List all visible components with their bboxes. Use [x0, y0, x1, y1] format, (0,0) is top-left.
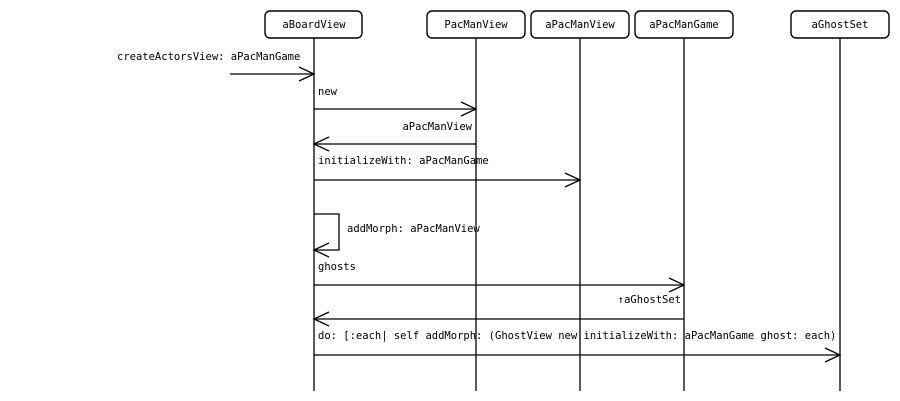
message-label: aPacManView [402, 121, 472, 133]
message-label: initializeWith: aPacManGame [318, 155, 489, 167]
arrowhead-icon [312, 136, 330, 152]
arrowhead-icon [298, 66, 316, 82]
self-call-loop [314, 213, 340, 251]
arrowhead-icon [824, 347, 842, 363]
message-createActorsView: createActorsView: aPacManGame [117, 51, 316, 82]
arrowhead-icon [564, 172, 582, 188]
message-return-aPacManView: aPacManView [312, 121, 476, 152]
message-do-each: do: [:each| self addMorph: (GhostView ne… [314, 330, 842, 363]
arrowhead-icon [312, 311, 330, 327]
message-label: createActorsView: aPacManGame [117, 51, 300, 63]
participant-aGhostSet: aGhostSet [790, 10, 890, 39]
participant-label: aPacManView [545, 19, 615, 31]
message-return-aGhostSet: ↑aGhostSet [312, 294, 684, 327]
message-label: new [318, 86, 338, 98]
participant-aPacManView: aPacManView [530, 10, 630, 39]
participant-label: aPacManGame [649, 19, 719, 31]
message-initializeWith: initializeWith: aPacManGame [314, 155, 582, 188]
arrowhead-icon [460, 101, 478, 117]
message-label: ↑aGhostSet [618, 294, 681, 306]
message-label: addMorph: aPacManView [347, 223, 480, 235]
message-label: ghosts [318, 261, 356, 273]
participant-PacManView: PacManView [426, 10, 526, 39]
arrowhead-icon [668, 277, 686, 293]
message-label: do: [:each| self addMorph: (GhostView ne… [318, 330, 836, 342]
message-addMorph-self: addMorph: aPacManView [312, 213, 480, 258]
participant-label: PacManView [444, 19, 508, 31]
message-new: new [314, 86, 478, 117]
participant-aPacManGame: aPacManGame [634, 10, 734, 39]
participant-aBoardView: aBoardView [264, 10, 363, 39]
arrowhead-icon [312, 242, 330, 258]
message-ghosts: ghosts [314, 261, 686, 293]
participant-label: aGhostSet [812, 19, 869, 31]
participant-label: aBoardView [282, 19, 346, 31]
